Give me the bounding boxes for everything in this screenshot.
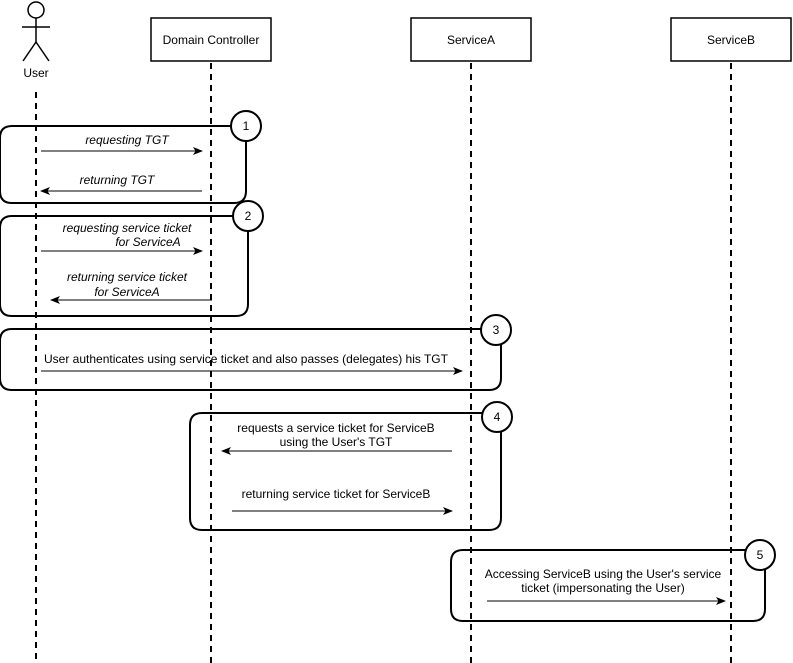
step-3-group: 3 User authenticates using service ticke… <box>0 314 512 391</box>
step-4-number: 4 <box>494 410 501 424</box>
step-1-number: 1 <box>243 119 250 133</box>
domain-controller-label: Domain Controller <box>163 33 260 47</box>
user-actor-icon <box>22 1 50 62</box>
accessing-serviceb-label-line1: Accessing ServiceB using the User's serv… <box>485 567 722 581</box>
requests-service-ticket-label-line1: requests a service ticket for ServiceB <box>237 421 434 435</box>
step-5-group: 5 Accessing ServiceB using the User's se… <box>450 539 776 622</box>
serviceb-box <box>670 17 792 62</box>
accessing-serviceb-label-line2: ticket (impersonating the User) <box>521 581 684 595</box>
returning-service-ticket-label-line1: returning service ticket <box>67 270 188 284</box>
returning-serviceb-ticket-label: returning service ticket for ServiceB <box>242 487 431 501</box>
step-4-frame <box>189 412 502 531</box>
step-3-frame <box>0 328 502 391</box>
step-3-number: 3 <box>493 323 500 337</box>
step-1-badge <box>230 110 262 142</box>
step-2-group: 2 requesting service ticket for ServiceA… <box>0 200 264 317</box>
step-4-badge <box>481 401 513 433</box>
servicea-box <box>410 17 532 62</box>
step-3-badge <box>480 314 512 346</box>
step-1-frame <box>0 125 247 204</box>
returning-service-ticket-label-line2: for ServiceA <box>94 285 159 299</box>
user-authenticates-label: User authenticates using service ticket … <box>44 352 449 366</box>
step-2-badge <box>232 200 264 232</box>
step-2-frame <box>0 215 249 317</box>
step-5-number: 5 <box>757 548 764 562</box>
requesting-service-ticket-label-line1: requesting service ticket <box>63 221 192 235</box>
requesting-tgt-label: requesting TGT <box>85 133 170 147</box>
servicea-label: ServiceA <box>447 33 495 47</box>
step-5-badge <box>744 539 776 571</box>
step-4-group: 4 requests a service ticket for ServiceB… <box>189 401 513 531</box>
step-1-group: 1 requesting TGT returning TGT <box>0 110 262 204</box>
user-label: User <box>23 66 48 80</box>
step-5-frame <box>450 549 766 622</box>
domain-controller-box <box>150 17 272 62</box>
requesting-service-ticket-label-line2: for ServiceA <box>115 235 180 249</box>
serviceb-label: ServiceB <box>707 33 755 47</box>
returning-tgt-label: returning TGT <box>80 173 156 187</box>
step-2-number: 2 <box>245 209 252 223</box>
requests-service-ticket-label-line2: using the User's TGT <box>280 435 393 449</box>
